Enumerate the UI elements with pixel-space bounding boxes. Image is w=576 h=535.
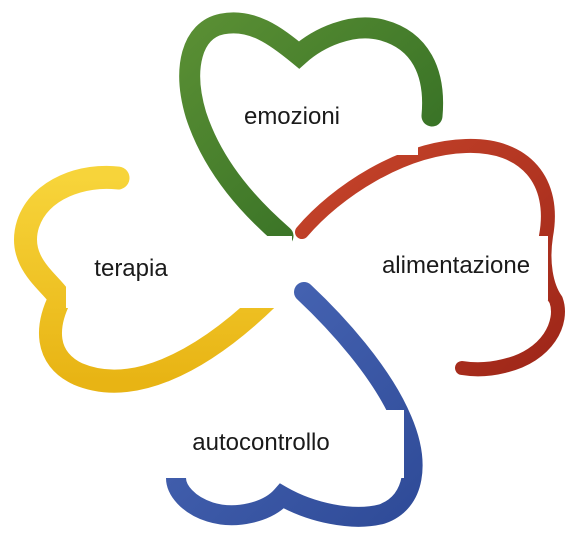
emozioni-label: emozioni: [243, 103, 341, 130]
blue-leaf: [166, 282, 423, 527]
terapia-label-box: terapia: [66, 236, 292, 308]
alimentazione-label-box: alimentazione: [364, 236, 548, 300]
green-leaf: [179, 12, 444, 247]
yellow-leaf: [14, 165, 280, 393]
alimentazione-label: alimentazione: [381, 252, 531, 279]
emozioni-label-box: emozioni: [228, 85, 418, 155]
autocontrollo-label: autocontrollo: [192, 429, 330, 456]
terapia-label: terapia: [94, 255, 168, 282]
autocontrollo-label-box: autocontrollo: [158, 410, 404, 478]
